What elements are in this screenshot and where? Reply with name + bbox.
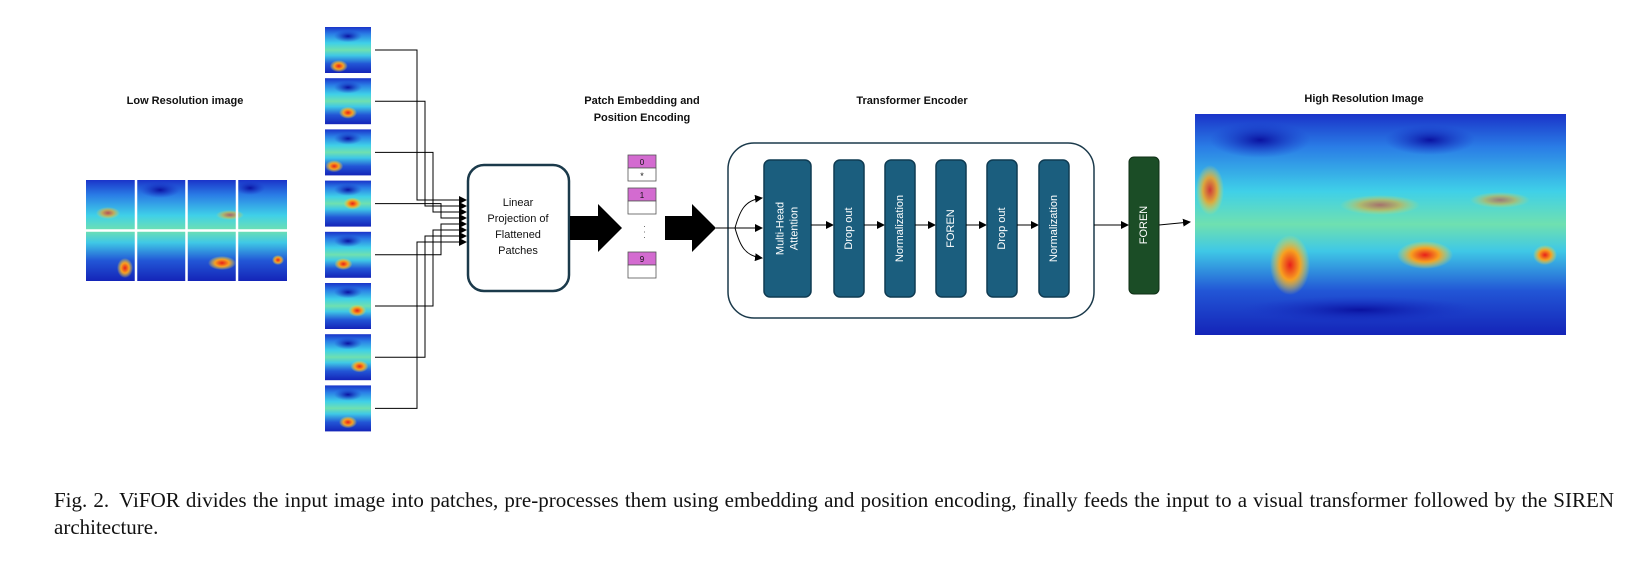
patch-tile	[325, 231, 371, 278]
token-star-label: *	[640, 171, 644, 181]
token-ellipsis: · · ·	[640, 225, 650, 239]
patch-connector-line	[375, 226, 467, 307]
patch-connector-line	[375, 100, 467, 210]
encoder-block-label: Drop out	[843, 207, 855, 249]
patch-tile	[325, 78, 371, 125]
embedding-tokens: 0 * 1 · · · 9	[627, 154, 657, 279]
patch-connector-line	[375, 232, 467, 358]
final-foren-label: FOREN	[1138, 206, 1150, 245]
encoder-input-fork	[716, 194, 763, 262]
linear-projection-box: Linear Projection of Flattened Patches	[466, 163, 571, 293]
token-9-label: 9	[640, 255, 645, 264]
patch-tile	[325, 27, 371, 73]
patch-tile	[325, 385, 371, 432]
patch-connector-line	[375, 49, 467, 204]
linear-projection-line4: Patches	[498, 245, 538, 257]
big-arrow-2	[665, 204, 716, 252]
figure-caption: Fig. 2.ViFOR divides the input image int…	[54, 487, 1614, 541]
patch-embedding-label-line2: Position Encoding	[594, 112, 691, 124]
figure-number: Fig. 2.	[54, 488, 110, 512]
encoder-block: Drop out	[986, 159, 1018, 298]
patch-embedding-label-line1: Patch Embedding and	[584, 95, 700, 107]
encoder-block-label: Normalization	[1048, 195, 1060, 262]
patch-connector-line	[375, 203, 467, 222]
patch-connector-line	[375, 220, 467, 256]
encoder-block: FOREN	[935, 159, 967, 298]
high-resolution-image	[1195, 114, 1566, 335]
encoder-block: Normalization	[884, 159, 916, 298]
token-1-label: 1	[640, 191, 645, 200]
encoder-block-label: FOREN	[945, 209, 957, 248]
encoder-block: Normalization	[1038, 159, 1070, 298]
low-resolution-label: Low Resolution image	[127, 95, 244, 107]
patch-tile	[325, 283, 371, 329]
patch-column	[325, 27, 371, 432]
patch-tile	[325, 129, 371, 176]
figure-caption-text: ViFOR divides the input image into patch…	[54, 488, 1614, 539]
encoder-block: Drop out	[833, 159, 865, 298]
patch-connector-line	[375, 238, 467, 409]
big-arrow-1	[570, 204, 622, 252]
encoder-block-label: Multi-Head	[774, 202, 786, 255]
patch-tile	[325, 180, 371, 227]
token-0-label: 0	[640, 158, 645, 167]
patch-connectors	[375, 49, 467, 409]
encoder-block-label: Drop out	[996, 207, 1008, 249]
encoder-block-label: Attention	[788, 207, 800, 250]
encoder-block-label: Normalization	[894, 195, 906, 262]
low-resolution-image	[86, 180, 287, 281]
transformer-encoder-label: Transformer Encoder	[856, 95, 968, 107]
patch-tile	[325, 334, 371, 381]
patch-connector-line	[375, 151, 467, 216]
final-foren-block: FOREN	[1094, 156, 1191, 295]
high-resolution-label: High Resolution Image	[1304, 93, 1423, 105]
linear-projection-line1: Linear	[503, 197, 534, 209]
linear-projection-line3: Flattened	[495, 229, 541, 241]
linear-projection-line2: Projection of	[487, 213, 549, 225]
